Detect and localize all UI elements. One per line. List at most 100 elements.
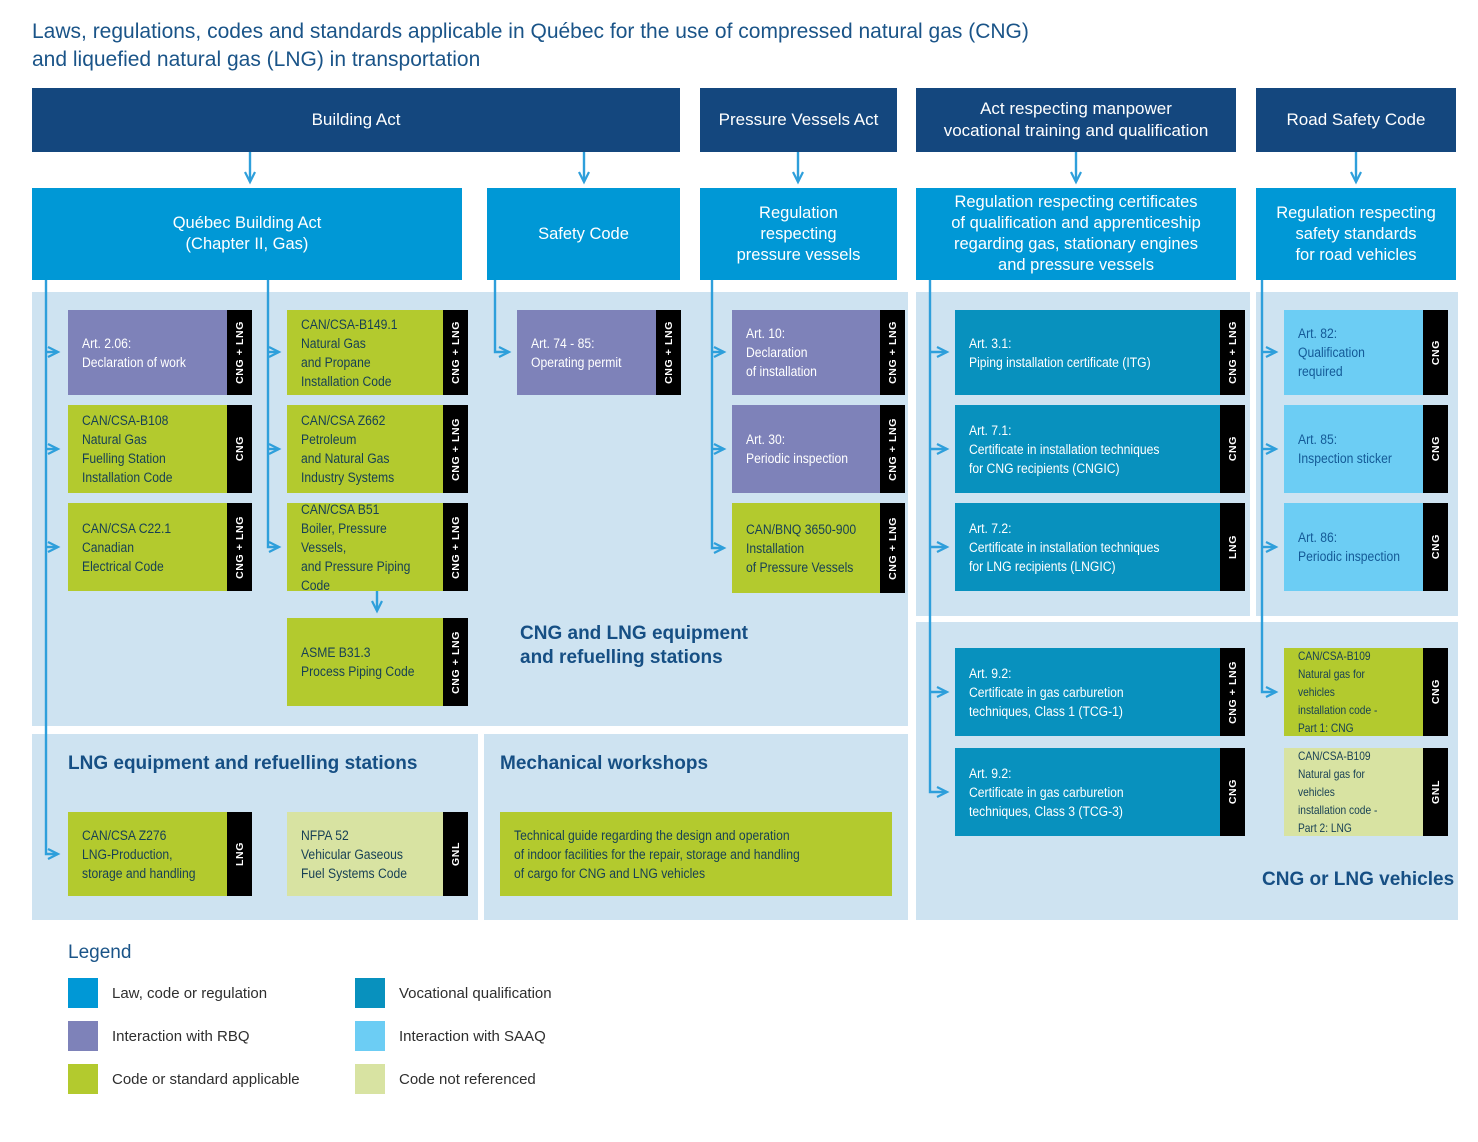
fuel-tag-label: CNG + LNG <box>449 515 462 579</box>
reg-safety-code: Safety Code <box>487 188 680 280</box>
fuel-tag: CNG + LNG <box>443 405 468 493</box>
fuel-tag-label: LNG <box>233 842 246 866</box>
legend-label-law-code-regulation: Law, code or regulation <box>112 985 268 1002</box>
box-text: CAN/CSA Z662 Petroleum and Natural Gas I… <box>301 413 395 485</box>
box-content: CAN/BNQ 3650-900 Installation of Pressur… <box>732 503 880 593</box>
box-can-csa-b109-part-2: CAN/CSA-B109 Natural gas for vehicles in… <box>1284 748 1448 836</box>
box-text: Art. 74 - 85: Operating permit <box>531 335 622 370</box>
box-can-csa-b108: CAN/CSA-B108 Natural Gas Fuelling Statio… <box>68 405 252 493</box>
box-art-82-qualification-required: Art. 82: Qualification required CNG <box>1284 310 1448 395</box>
reg-quebec-building-act-label: Québec Building Act (Chapter II, Gas) <box>172 214 322 253</box>
reg-certificates: Regulation respecting certificates of qu… <box>916 188 1236 280</box>
box-text: Art. 82: Qualification required <box>1298 326 1365 379</box>
box-content: Art. 30: Periodic inspection <box>732 405 880 493</box>
box-content: CAN/CSA-B108 Natural Gas Fuelling Statio… <box>68 405 227 493</box>
box-content: CAN/CSA B51 Boiler, Pressure Vessels, an… <box>287 502 443 593</box>
legend-swatch-vocational-qualification <box>355 978 385 1008</box>
fuel-tag: CNG <box>1220 748 1245 836</box>
legend-swatch-code-standard-applicable <box>68 1064 98 1094</box>
fuel-tag: CNG <box>1423 648 1448 736</box>
header-road-safety-code-label: Road Safety Code <box>1286 110 1426 129</box>
page-title: Laws, regulations, codes and standards a… <box>32 20 1029 71</box>
box-content: Art. 10: Declaration of installation <box>732 310 880 395</box>
box-content: ASME B31.3 Process Piping Code <box>287 618 443 706</box>
fuel-tag-label: CNG + LNG <box>449 417 462 481</box>
reg-certificates-label: Regulation respecting certificates of qu… <box>951 193 1201 274</box>
fuel-tag-label: CNG <box>1429 679 1442 705</box>
box-content: CAN/CSA C22.1 Canadian Electrical Code <box>68 503 227 591</box>
fuel-tag: LNG <box>1220 503 1245 591</box>
box-content: Art. 9.2: Certificate in gas carburetion… <box>955 648 1220 736</box>
box-content: CAN/CSA Z662 Petroleum and Natural Gas I… <box>287 405 443 493</box>
box-text: ASME B31.3 Process Piping Code <box>301 645 415 679</box>
fuel-tag: CNG + LNG <box>443 618 468 706</box>
box-text: Art. 9.2: Certificate in gas carburetion… <box>969 765 1124 819</box>
fuel-tag-label: CNG + LNG <box>449 630 462 694</box>
box-text: CAN/CSA-B108 Natural Gas Fuelling Statio… <box>82 413 173 485</box>
header-manpower-act-label: Act respecting manpower vocational train… <box>943 99 1209 140</box>
box-content: Technical guide regarding the design and… <box>500 812 892 896</box>
box-text: CAN/CSA-B109 Natural gas for vehicles in… <box>1298 749 1378 835</box>
box-content: Art. 85: Inspection sticker <box>1284 405 1423 493</box>
fuel-tag-label: CNG <box>233 436 246 462</box>
fuel-tag: CNG + LNG <box>443 310 468 395</box>
box-text: Art. 30: Periodic inspection <box>746 432 848 466</box>
box-content: CAN/CSA-B149.1 Natural Gas and Propane I… <box>287 310 443 395</box>
box-text: Art. 2.06: Declaration of work <box>82 335 187 370</box>
fuel-tag-label: CNG + LNG <box>449 321 462 384</box>
header-building-act-label: Building Act <box>311 110 401 129</box>
box-can-csa-c22-1: CAN/CSA C22.1 Canadian Electrical Code C… <box>68 503 252 591</box>
reg-quebec-building-act: Québec Building Act (Chapter II, Gas) <box>32 188 462 280</box>
box-art-9-2-tcg-1: Art. 9.2: Certificate in gas carburetion… <box>955 648 1245 736</box>
box-text: CAN/CSA-B109 Natural gas for vehicles in… <box>1298 649 1378 735</box>
legend-label-code-not-referenced: Code not referenced <box>399 1071 536 1088</box>
fuel-tag-label: CNG + LNG <box>886 321 899 384</box>
label-mechanical-workshops: Mechanical workshops <box>500 753 709 774</box>
box-content: Art. 82: Qualification required <box>1284 310 1423 395</box>
fuel-tag: CNG + LNG <box>227 503 252 591</box>
fuel-tag: CNG <box>1423 405 1448 493</box>
label-cng-lng-equipment: CNG and LNG equipment and refuelling sta… <box>520 623 748 668</box>
fuel-tag: CNG <box>1423 310 1448 395</box>
box-content: CAN/CSA-B109 Natural gas for vehicles in… <box>1284 748 1423 836</box>
box-text: NFPA 52 Vehicular Gaseous Fuel Systems C… <box>301 827 408 881</box>
fuel-tag-label: CNG <box>1429 339 1442 366</box>
fuel-tag-label: CNG <box>1226 436 1239 462</box>
box-can-bnq-3650-900: CAN/BNQ 3650-900 Installation of Pressur… <box>732 503 905 593</box>
box-art-2-06-declaration-of-work: Art. 2.06: Declaration of work CNG + LNG <box>68 310 252 395</box>
fuel-tag-label: CNG + LNG <box>886 417 899 481</box>
box-art-7-2-lngic: Art. 7.2: Certificate in installation te… <box>955 503 1245 591</box>
box-content: Art. 74 - 85: Operating permit <box>517 310 656 395</box>
fuel-tag-label: CNG + LNG <box>1226 321 1239 384</box>
fuel-tag: CNG <box>227 405 252 493</box>
box-can-csa-b51: CAN/CSA B51 Boiler, Pressure Vessels, an… <box>287 502 468 593</box>
fuel-tag: CNG + LNG <box>443 503 468 591</box>
box-art-10-declaration-of-installation: Art. 10: Declaration of installation CNG… <box>732 310 905 395</box>
box-asme-b31-3: ASME B31.3 Process Piping Code CNG + LNG <box>287 618 468 706</box>
fuel-tag-label: CNG + LNG <box>1226 660 1239 724</box>
box-content: CAN/CSA Z276 LNG-Production, storage and… <box>68 812 227 896</box>
legend-label-interaction-saaq: Interaction with SAAQ <box>399 1028 546 1045</box>
box-text: CAN/CSA-B149.1 Natural Gas and Propane I… <box>301 316 398 389</box>
legend-label-interaction-rbq: Interaction with RBQ <box>112 1028 250 1045</box>
box-can-csa-z276: CAN/CSA Z276 LNG-Production, storage and… <box>68 812 252 896</box>
reg-pressure-vessels-label: Regulation respecting pressure vessels <box>736 203 861 264</box>
fuel-tag: CNG + LNG <box>880 405 905 493</box>
box-content: Art. 7.2: Certificate in installation te… <box>955 503 1220 591</box>
box-text: Technical guide regarding the design and… <box>514 827 800 881</box>
reg-road-vehicles: Regulation respecting safety standards f… <box>1256 188 1456 280</box>
box-content: CAN/CSA-B109 Natural gas for vehicles in… <box>1284 648 1423 736</box>
box-technical-guide: Technical guide regarding the design and… <box>500 812 892 896</box>
fuel-tag-label: GNL <box>1429 780 1442 804</box>
box-text: Art. 7.2: Certificate in installation te… <box>969 520 1160 574</box>
legend-swatch-law-code-regulation <box>68 978 98 1008</box>
fuel-tag-label: CNG <box>1429 436 1442 462</box>
box-can-csa-b109-part-1: CAN/CSA-B109 Natural gas for vehicles in… <box>1284 648 1448 736</box>
box-art-7-1-cngic: Art. 7.1: Certificate in installation te… <box>955 405 1245 493</box>
header-building-act: Building Act <box>32 88 680 152</box>
fuel-tag: CNG <box>1220 405 1245 493</box>
fuel-tag: CNG + LNG <box>880 310 905 395</box>
fuel-tag: CNG + LNG <box>880 503 905 593</box>
box-text: Art. 86: Periodic inspection <box>1298 530 1400 564</box>
